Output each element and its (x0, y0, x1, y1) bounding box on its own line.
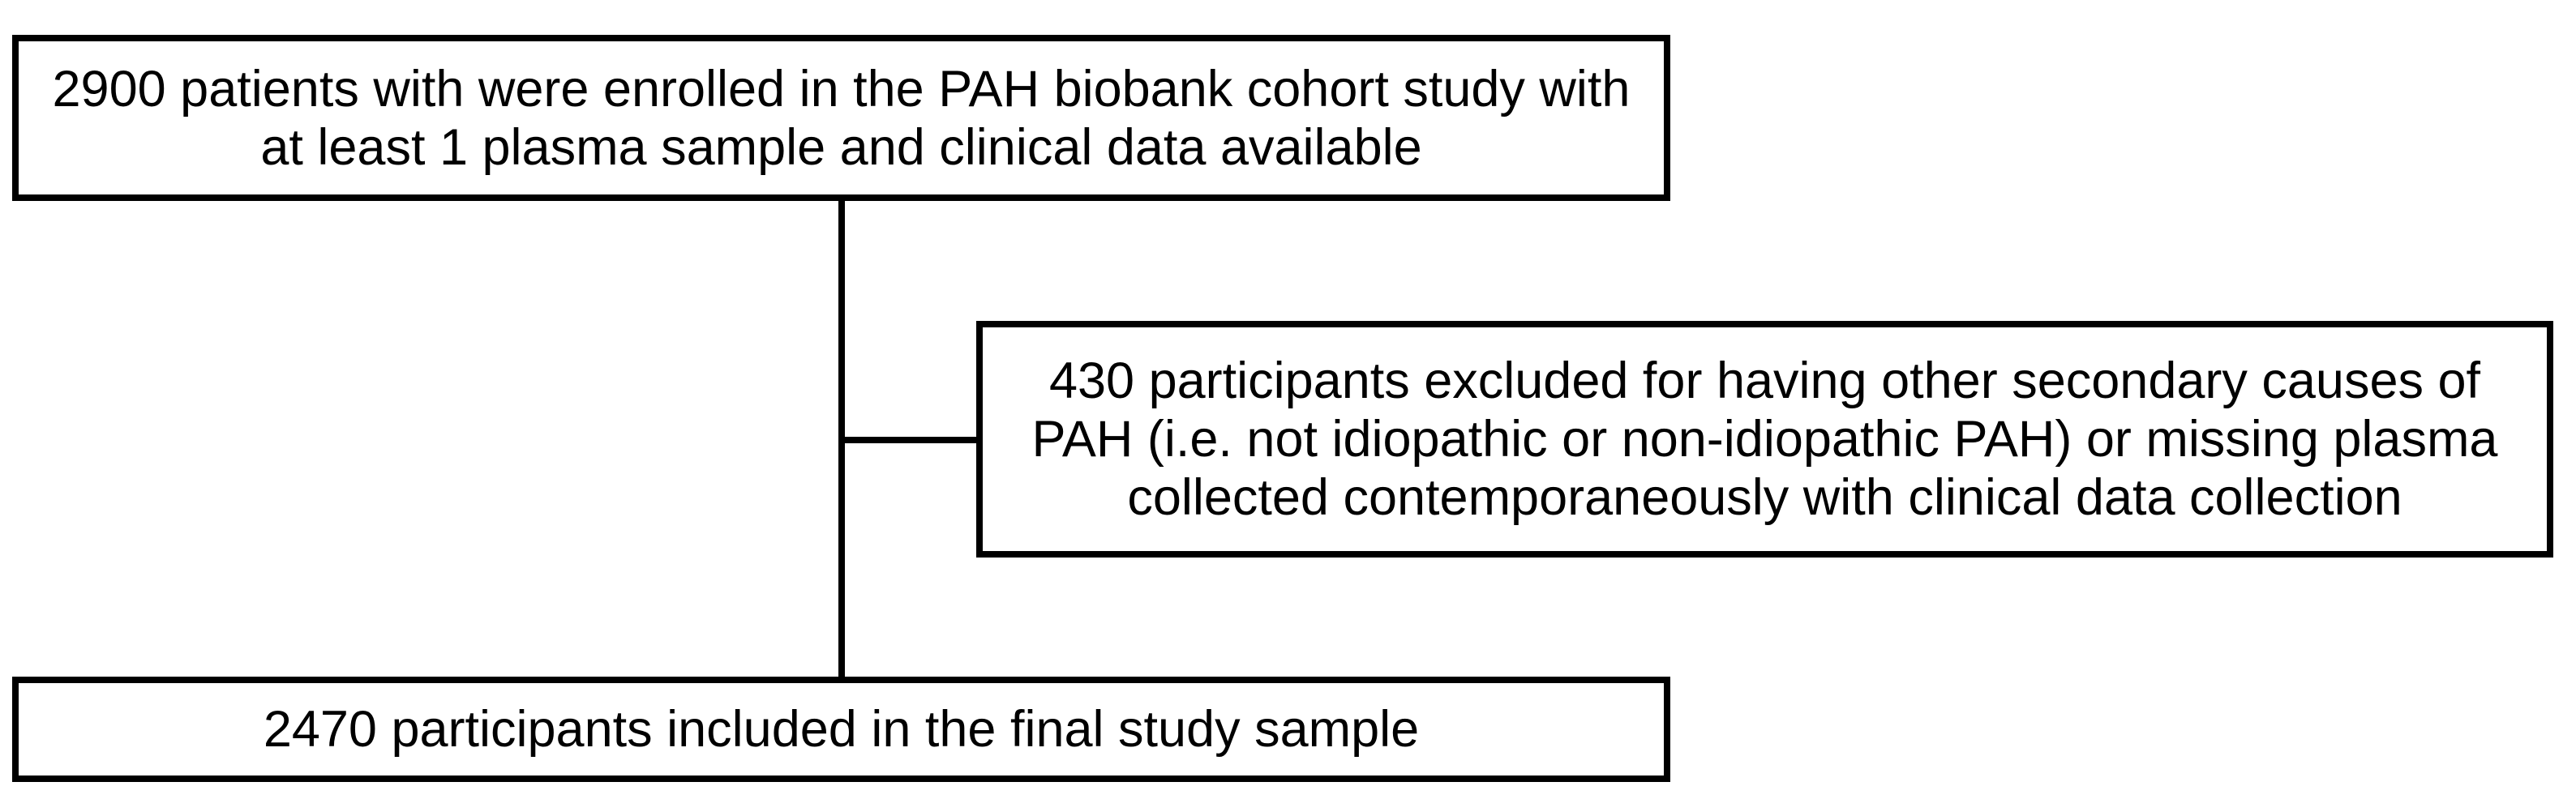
final-sample-box-text-line-1: 2470 participants included in the final … (263, 701, 1420, 758)
final-sample-box: 2470 participants included in the final … (12, 677, 1670, 782)
connector-horizontal-branch-line (842, 437, 976, 443)
enrollment-box: 2900 patients with were enrolled in the … (12, 35, 1670, 201)
exclusion-box: 430 participants excluded for having oth… (976, 321, 2553, 558)
exclusion-box-text-line-3: collected contemporaneously with clinica… (1127, 469, 2402, 526)
enrollment-box-text-line-2: at least 1 plasma sample and clinical da… (260, 118, 1422, 176)
exclusion-box-text-line-2: PAH (i.e. not idiopathic or non-idiopath… (1031, 411, 2498, 468)
exclusion-box-text-line-1: 430 participants excluded for having oth… (1048, 352, 2481, 409)
enrollment-box-text-line-1: 2900 patients with were enrolled in the … (52, 60, 1631, 118)
